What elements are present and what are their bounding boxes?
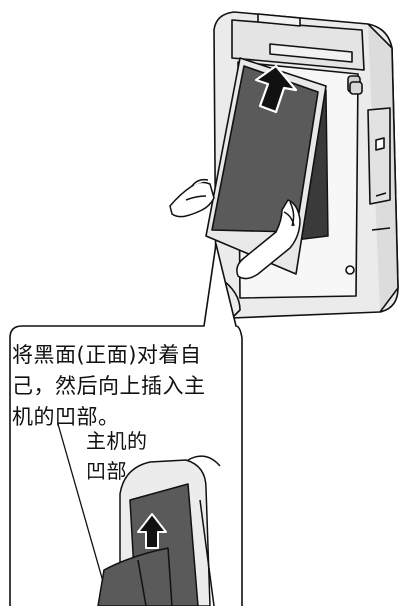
up-arrow-icon xyxy=(254,64,298,114)
recess-label: 主机的 凹部 xyxy=(86,426,148,486)
instruction-line: 己，然后向上插入主 xyxy=(12,374,206,398)
up-arrow-icon xyxy=(137,513,167,549)
instruction-text: 将黑面(正面)对着自 己，然后向上插入主 机的凹部。 xyxy=(12,340,234,433)
detail-filter xyxy=(97,547,173,606)
leader-line xyxy=(57,423,111,606)
instruction-line: 机的凹部。 xyxy=(12,405,120,429)
hand-left xyxy=(169,178,215,218)
recess-label-line: 主机的 xyxy=(86,429,148,453)
recess-label-line: 凹部 xyxy=(86,459,127,483)
hand-right xyxy=(236,199,301,280)
instruction-line: 将黑面(正面)对着自 xyxy=(12,343,202,367)
